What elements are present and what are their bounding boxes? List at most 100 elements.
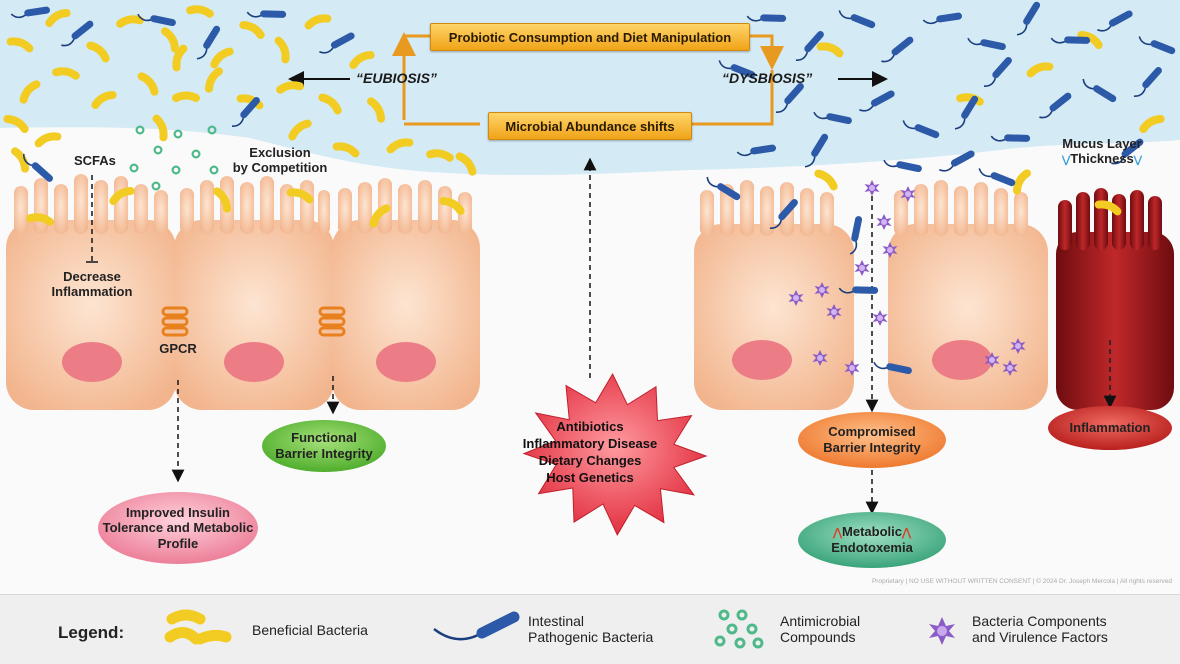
pathogenic-bacterium <box>838 286 879 294</box>
bacterium-body <box>1150 40 1176 55</box>
functional-barrier-text: Functional Barrier Integrity <box>275 430 373 461</box>
pathogenic-bacterium <box>1016 1 1041 36</box>
bacterium-body <box>804 31 824 53</box>
legend-beneficial-label: Beneficial Bacteria <box>252 622 368 638</box>
bacterium-body <box>896 161 922 173</box>
antimicrobial-compound <box>151 181 161 191</box>
bacterium-body <box>870 90 895 107</box>
mucus-layer-line1: Mucus Layer <box>1062 136 1142 151</box>
pathogenic-bacterium <box>849 216 863 255</box>
bacterium-body <box>71 20 94 40</box>
bacterium-body <box>150 15 176 27</box>
pathogenic-bacterium <box>137 13 176 27</box>
pathogenic-bacterium <box>246 10 287 18</box>
pathogenic-bacterium <box>859 90 895 112</box>
pathogenic-bacterium <box>1138 36 1176 55</box>
beneficial-bacterium <box>239 21 265 39</box>
dysbiosis-label: “DYSBIOSIS” <box>722 70 813 86</box>
beneficial-bacterium <box>52 67 80 80</box>
virulence-factor <box>814 282 830 298</box>
antimicrobial-compound <box>191 149 201 159</box>
beneficial-bacterium <box>814 169 838 191</box>
beneficial-bacteria-icon <box>164 609 232 645</box>
bacterium-body <box>936 12 963 23</box>
bacterium-body <box>980 39 1006 51</box>
virulence-factor <box>882 242 898 258</box>
bacterium-body <box>851 216 863 242</box>
bacterium-body <box>826 113 852 125</box>
virulence-factor <box>1010 338 1026 354</box>
beneficial-bacterium <box>152 114 168 142</box>
mucus-layer-line2: ⋁Thickness⋁ <box>1062 151 1142 167</box>
bacterium-body <box>886 363 912 375</box>
bacterium-body <box>1121 138 1144 158</box>
endotoxemia-line1: ⋀Metabolic⋀ <box>833 524 911 540</box>
beneficial-bacterium <box>34 132 62 148</box>
antimicrobial-compound <box>207 125 217 135</box>
pathogenic-bacterium <box>196 25 221 60</box>
gpcr-receptor-2 <box>318 306 346 337</box>
bacterium-body <box>330 32 355 49</box>
pathogenic-bacterium <box>795 31 824 61</box>
bacterium-body <box>240 97 260 119</box>
pathogenic-bacterium <box>902 120 940 139</box>
factor-dietary-changes: Dietary Changes <box>538 453 642 469</box>
virulence-core <box>989 357 995 363</box>
insulin-oval <box>98 492 258 564</box>
risk-factors-starburst <box>522 372 708 536</box>
bacterium-body <box>1142 67 1162 89</box>
antimicrobial-compound <box>153 145 163 155</box>
beneficial-bacterium <box>288 119 312 141</box>
endotoxemia-oval <box>798 512 946 568</box>
pathogenic-bacterium <box>939 150 975 172</box>
beneficial-bacterium <box>109 187 135 205</box>
bacterium-body <box>24 6 51 17</box>
beneficial-bacterium <box>332 142 360 158</box>
pathogenic-bacterium <box>231 97 260 127</box>
virulence-factor <box>900 186 916 202</box>
antimicrobial-compound <box>209 165 219 175</box>
virulence-factor <box>788 290 804 306</box>
bacterium-body <box>992 57 1012 79</box>
bacterium-body <box>1023 1 1041 25</box>
legend-pathogenic-label: Intestinal Pathogenic Bacteria <box>528 613 654 646</box>
beneficial-bacterium <box>455 152 477 176</box>
beneficial-bacterium <box>45 9 71 27</box>
bacterium-body <box>730 64 756 79</box>
beneficial-bacterium <box>11 147 29 173</box>
virulence-factor <box>876 214 892 230</box>
virulence-core <box>887 247 893 253</box>
copyright-footer: Proprietary | NO USE WITHOUT WRITTEN CON… <box>871 578 1172 585</box>
virulence-core <box>831 309 837 315</box>
decrease-inflammation-label: Decrease Inflammation <box>51 269 133 299</box>
legend-antimicrobial-label: Antimicrobial Compounds <box>780 613 861 646</box>
insulin-text: Improved Insulin Tolerance and Metabolic… <box>102 504 254 551</box>
inflamed-cell <box>1056 188 1174 410</box>
pathogenic-bacterium <box>1082 78 1117 103</box>
bacterium-body <box>1093 85 1117 103</box>
bacterium-body <box>260 10 287 18</box>
pathogenic-bacterium <box>881 36 914 63</box>
pathogenic-bacterium <box>61 20 94 47</box>
antimicrobial-compound <box>129 163 139 173</box>
bacterium-body <box>717 183 741 201</box>
virulence-core <box>881 219 887 225</box>
pathogenic-bacterium <box>23 153 53 182</box>
beneficial-bacterium <box>367 97 385 123</box>
antimicrobial-compounds-icon <box>714 609 764 649</box>
antimicrobial-compound <box>171 165 181 175</box>
pathogenic-bacteria-icon <box>433 611 520 641</box>
bacterium-body <box>850 14 876 29</box>
dashed-arrows <box>91 157 1117 515</box>
virulence-factor <box>854 260 870 276</box>
inflammation-text: Inflammation <box>1069 420 1151 436</box>
factor-host-genetics: Host Genetics <box>546 470 634 486</box>
pathogenic-bacterium <box>813 111 852 125</box>
microbial-shift-banner: Microbial Abundance shifts <box>488 112 692 140</box>
antimicrobial-compound <box>173 129 183 139</box>
virulence-factor <box>826 304 842 320</box>
pathogenic-bacterium <box>873 361 912 375</box>
compromised-barrier-text: Compromised Barrier Integrity <box>823 424 921 455</box>
beneficial-bacterium <box>369 204 391 228</box>
damaged-cell-2 <box>888 180 1048 410</box>
